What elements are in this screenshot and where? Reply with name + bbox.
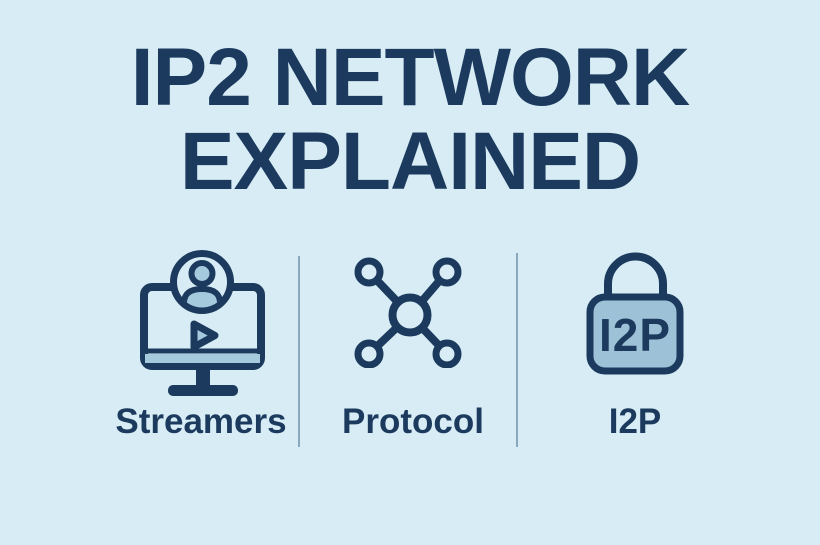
padlock-icon: I2P xyxy=(586,252,684,375)
monitor-stand-neck xyxy=(196,370,210,386)
avatar-head xyxy=(188,260,216,287)
network-node-top-left xyxy=(354,257,384,287)
network-nodes-icon xyxy=(354,257,462,369)
play-icon xyxy=(190,320,219,351)
streamer-monitor-icon xyxy=(140,250,265,396)
padlock-shackle xyxy=(604,252,667,301)
i2p-column-icon-wrap: I2P xyxy=(585,245,685,380)
protocol-column-icon-wrap xyxy=(345,250,475,373)
padlock-body xyxy=(586,293,684,375)
label-i2p: I2P xyxy=(608,402,662,441)
column-divider-1 xyxy=(298,256,300,447)
title-line-1: IP2 NETWORK xyxy=(130,32,690,123)
network-hub-node xyxy=(388,293,432,337)
column-divider-2 xyxy=(516,253,518,447)
streamers-column-icon-wrap xyxy=(130,245,276,402)
title-line-2: EXPLAINED xyxy=(179,116,641,207)
monitor-stand-base xyxy=(168,385,238,396)
network-node-bottom-left xyxy=(354,339,384,369)
network-node-bottom-right xyxy=(432,339,462,369)
monitor-bottom-bar xyxy=(145,354,260,363)
page-title: IP2 NETWORK EXPLAINED xyxy=(0,36,820,204)
padlock-label: I2P xyxy=(599,309,671,361)
label-streamers: Streamers xyxy=(115,402,287,441)
network-node-top-right xyxy=(432,257,462,287)
label-protocol: Protocol xyxy=(342,402,484,441)
